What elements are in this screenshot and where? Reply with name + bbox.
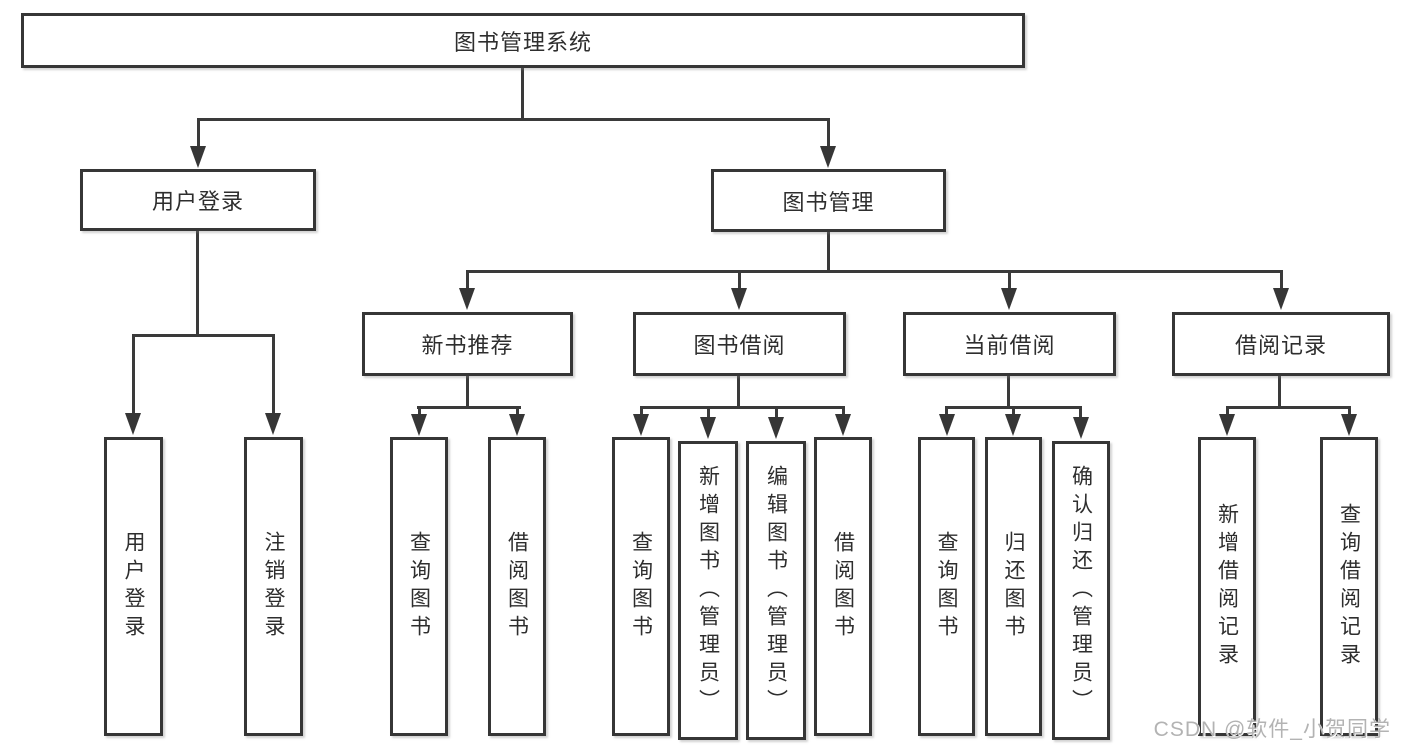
node-label: 当前借阅 [963,333,1056,358]
connector-vline [1226,406,1229,418]
node-book-borrow: 图书借阅 [633,312,846,376]
node-current-borrow: 当前借阅 [903,312,1116,376]
connector-arrowhead [459,288,475,310]
leaf-label: 借阅图书 [505,530,529,643]
leaf-label: 用户登录 [122,530,146,643]
connector-vline [1278,374,1281,408]
connector-arrowhead [509,414,525,436]
leaf-label: 确认归还（管理员） [1069,464,1093,717]
leaf-user-login: 用户登录 [104,437,163,736]
connector-arrowhead [1073,417,1089,439]
connector-vline [827,230,830,273]
leaf-borrow-books-1: 借阅图书 [488,437,546,736]
leaf-label: 新增图书（管理员） [696,464,720,717]
leaf-label: 查询借阅记录 [1337,502,1361,671]
leaf-label: 借阅图书 [831,530,855,643]
node-label: 图书管理 [782,189,875,215]
connector-arrowhead [768,417,784,439]
node-root: 图书管理系统 [21,13,1025,68]
connector-vline [521,66,524,121]
leaf-label: 查询图书 [629,530,653,643]
connector-vline [516,406,519,418]
connector-hline [132,334,275,337]
leaf-confirm-return-admin: 确认归还（管理员） [1052,441,1110,740]
connector-arrowhead [633,414,649,436]
connector-vline [1007,374,1010,408]
connector-arrowhead [125,413,141,435]
connector-vline [1348,406,1351,418]
connector-hline [1227,406,1350,409]
connector-vline [132,334,135,414]
node-label: 用户登录 [151,189,244,214]
connector-vline [466,270,469,290]
leaf-query-books-1: 查询图书 [390,437,448,736]
connector-hline [640,406,844,409]
connector-vline [737,374,740,408]
connector-arrowhead [820,146,836,168]
leaf-query-books-3: 查询图书 [918,437,975,736]
connector-vline [842,406,845,418]
connector-arrowhead [731,288,747,310]
leaf-label: 查询图书 [407,530,431,643]
connector-arrowhead [411,414,427,436]
leaf-label: 查询图书 [935,530,959,643]
connector-arrowhead [835,414,851,436]
leaf-add-borrow-record: 新增借阅记录 [1198,437,1256,736]
leaf-return-books: 归还图书 [985,437,1042,736]
connector-arrowhead [190,146,206,168]
connector-vline [738,270,741,290]
connector-vline [196,231,199,337]
connector-vline [1008,270,1011,290]
connector-vline [945,406,948,418]
connector-hline [197,118,830,121]
node-borrow-records: 借阅记录 [1172,312,1390,376]
leaf-logout: 注销登录 [244,437,303,736]
connector-arrowhead [939,414,955,436]
connector-vline [827,118,830,150]
connector-arrowhead [1273,288,1289,310]
connector-vline [1280,270,1283,290]
connector-arrowhead [1001,288,1017,310]
node-label: 借阅记录 [1234,333,1327,358]
connector-vline [707,406,710,420]
leaf-label: 注销登录 [262,530,286,643]
csdn-watermark: CSDN @软件_小贺同学 [1153,718,1391,741]
connector-vline [1079,406,1082,420]
leaf-label: 编辑图书（管理员） [764,464,788,717]
node-new-book-recommend: 新书推荐 [362,312,573,376]
node-book-management: 图书管理 [711,169,946,232]
connector-arrowhead [1219,414,1235,436]
node-label: 新书推荐 [421,333,514,358]
connector-vline [466,374,469,408]
connector-arrowhead [1005,414,1021,436]
connector-hline [417,406,521,409]
leaf-add-books-admin: 新增图书（管理员） [678,441,738,740]
node-label: 图书管理系统 [453,29,592,55]
connector-vline [197,118,200,150]
connector-vline [1012,406,1015,418]
connector-arrowhead [700,417,716,439]
connector-arrowhead [265,413,281,435]
node-user-login: 用户登录 [80,169,316,231]
connector-arrowhead [1341,414,1357,436]
connector-hline [466,270,1283,273]
leaf-borrow-books-2: 借阅图书 [814,437,872,736]
connector-vline [640,406,643,418]
leaf-query-books-2: 查询图书 [612,437,670,736]
leaf-label: 归还图书 [1002,530,1026,643]
connector-vline [418,406,421,418]
leaf-query-borrow-record: 查询借阅记录 [1320,437,1378,736]
leaf-edit-books-admin: 编辑图书（管理员） [746,441,806,740]
node-label: 图书借阅 [693,333,786,358]
leaf-label: 新增借阅记录 [1215,502,1239,671]
connector-vline [272,334,275,414]
connector-vline [775,406,778,420]
